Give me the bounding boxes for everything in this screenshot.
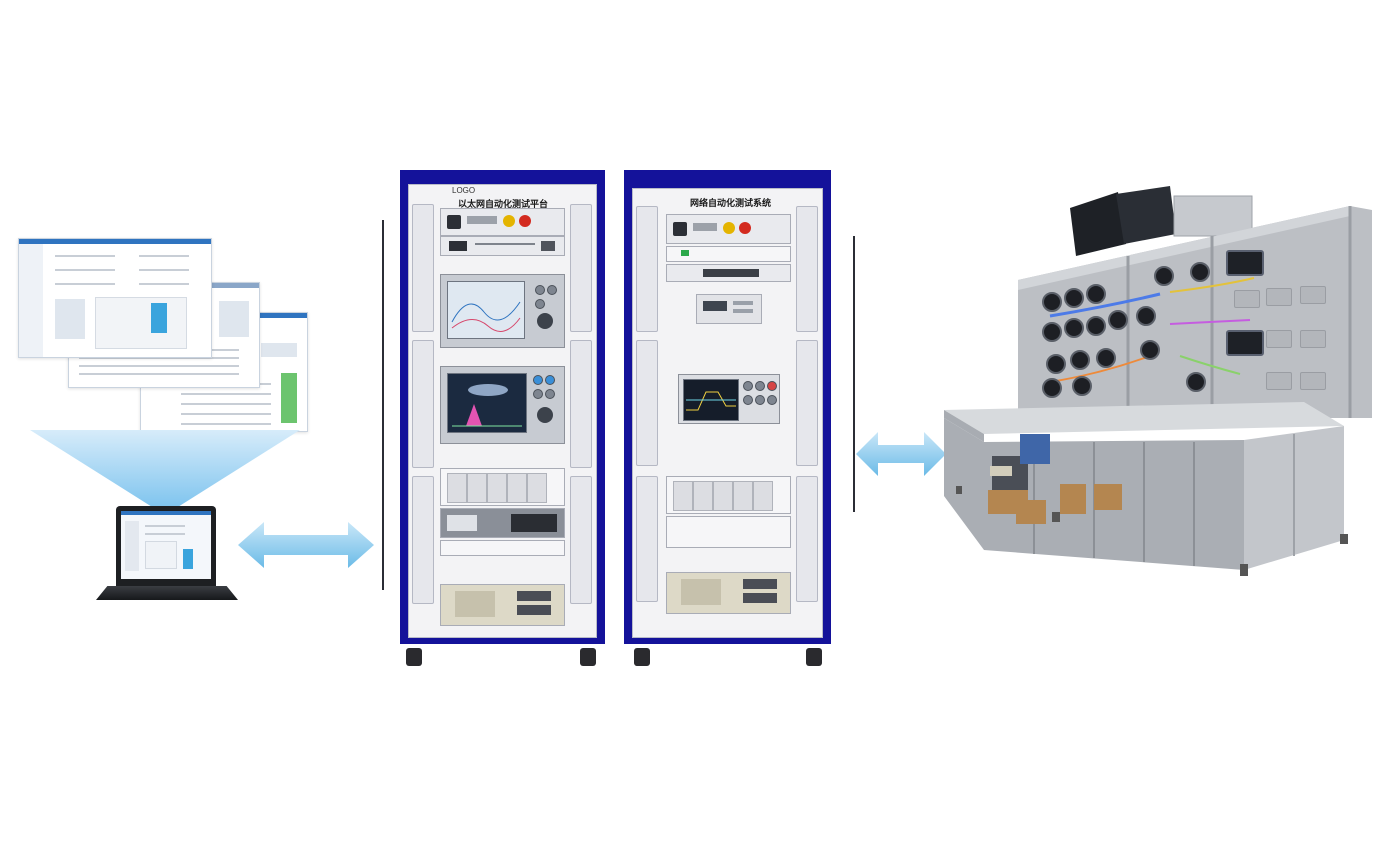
panel-slot [1300, 286, 1326, 304]
module-chassis-unit [440, 468, 565, 506]
connector-socket [1096, 348, 1116, 368]
power-supply-unit [666, 264, 791, 282]
rack-wheel [580, 648, 596, 666]
connector-socket [1070, 350, 1090, 370]
software-window-front [18, 238, 212, 358]
power-supply-unit [440, 236, 565, 256]
module-chassis-unit [666, 476, 791, 514]
separator-line [853, 236, 855, 512]
double-arrow-icon [856, 432, 946, 476]
control-panel-unit [440, 208, 565, 236]
display-module [1226, 330, 1264, 356]
test-rack-2: 网络自动化测试系统 [624, 170, 831, 644]
connector-socket [1042, 378, 1062, 398]
connector-socket [1154, 266, 1174, 286]
connector-socket [1042, 322, 1062, 342]
network-switch-unit [440, 508, 565, 538]
panel-slot [1300, 330, 1326, 348]
panel-slot [1266, 372, 1292, 390]
rack-wheel [406, 648, 422, 666]
double-arrow-icon [238, 522, 374, 568]
rack-title: 网络自动化测试系统 [690, 198, 772, 208]
test-rack-1: LOGO 以太网自动化测试平台 [400, 170, 605, 644]
oscilloscope-instrument [678, 374, 780, 424]
rack-logo: LOGO [452, 186, 476, 195]
network-analyzer-instrument [440, 274, 565, 348]
panel-slot [1300, 372, 1326, 390]
blank-panel [440, 540, 565, 556]
control-panel-unit [666, 214, 791, 244]
panel-slot [1266, 330, 1292, 348]
connector-socket [1140, 340, 1160, 360]
multimeter-instrument [696, 294, 762, 324]
connector-socket [1086, 316, 1106, 336]
projection-cone [30, 430, 300, 510]
connector-socket [1064, 318, 1084, 338]
display-module [1226, 250, 1264, 276]
industrial-pc-unit [440, 584, 565, 626]
connector-socket [1190, 262, 1210, 282]
blank-panel [666, 516, 791, 548]
panel-slot [1266, 288, 1292, 306]
connector-socket [1186, 372, 1206, 392]
rack-wheel [634, 648, 650, 666]
connector-socket [1136, 306, 1156, 326]
connector-socket [1064, 288, 1084, 308]
rack-title: 以太网自动化测试平台 [458, 199, 549, 209]
panel-slot [1234, 290, 1260, 308]
connector-socket [1086, 284, 1106, 304]
blank-panel [666, 246, 791, 262]
bench-cabinet [944, 402, 1348, 576]
connector-socket [1042, 292, 1062, 312]
monitor-icon [1070, 186, 1253, 256]
rack-wheel [806, 648, 822, 666]
connector-socket [1072, 376, 1092, 396]
separator-line [382, 220, 384, 590]
connector-socket [1108, 310, 1128, 330]
industrial-pc-unit [666, 572, 791, 614]
spectrum-analyzer-instrument [440, 366, 565, 444]
connector-socket [1046, 354, 1066, 374]
